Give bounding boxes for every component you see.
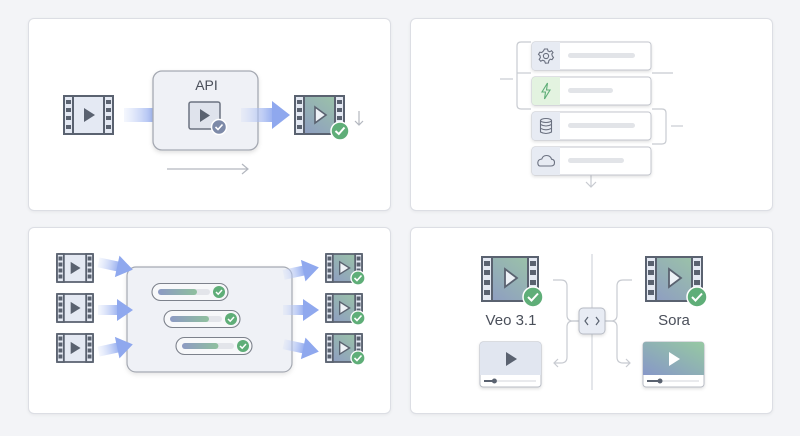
- sora-video-verified-icon: [645, 256, 703, 302]
- api-label: API: [195, 77, 218, 93]
- arrow-right-icon: [283, 299, 319, 321]
- lightning-icon: [541, 82, 551, 100]
- progress-fill: [170, 316, 209, 322]
- arrow-right-icon: [241, 101, 290, 129]
- video-file-icon: [63, 95, 114, 135]
- progress-fill: [182, 343, 219, 349]
- arrow-right-icon: [282, 337, 319, 360]
- placeholder-text-bars: [568, 53, 635, 163]
- video-file-icon: [56, 253, 94, 283]
- panel-batch-processing: [28, 227, 391, 414]
- success-check-icon: [686, 286, 708, 308]
- sora-model-label: Sora: [658, 312, 690, 329]
- success-check-icon: [350, 270, 366, 286]
- batch-job-progress: [151, 282, 229, 302]
- veo-video-verified-icon: [481, 256, 539, 302]
- arrow-down-icon: [354, 111, 364, 126]
- video-file-icon: [56, 293, 94, 323]
- batch-job-progress: [163, 309, 241, 329]
- processed-video-icon: [188, 101, 228, 136]
- success-check-icon: [225, 313, 237, 325]
- code-brackets-button[interactable]: [578, 307, 606, 335]
- gear-icon: [537, 48, 555, 64]
- cloud-icon: [537, 154, 556, 167]
- success-check-icon: [213, 286, 225, 298]
- player-scrubber[interactable]: [657, 378, 663, 384]
- veo-video-player[interactable]: [479, 341, 542, 388]
- timeline-arrow-icon: [167, 163, 249, 175]
- batch-job-progress: [175, 336, 253, 356]
- play-icon[interactable]: [669, 352, 680, 366]
- success-check-icon: [330, 121, 350, 141]
- arrow-right-icon: [98, 299, 133, 321]
- panel-service-stack: [410, 18, 773, 211]
- database-icon: [539, 117, 553, 135]
- panel-model-comparison: Veo 3.1 Sora: [410, 227, 773, 414]
- success-check-icon: [522, 286, 544, 308]
- sora-video-player[interactable]: [642, 341, 705, 388]
- success-check-icon: [237, 340, 249, 352]
- connector-lines: [553, 279, 632, 368]
- player-scrubber[interactable]: [491, 378, 497, 384]
- veo-model-label: Veo 3.1: [485, 312, 537, 329]
- progress-fill: [158, 289, 197, 295]
- arrow-right-icon: [97, 336, 133, 359]
- arrow-right-icon: [282, 259, 319, 282]
- play-icon[interactable]: [506, 352, 517, 366]
- success-check-icon: [350, 350, 366, 366]
- panel-single-api-flow: API: [28, 18, 391, 211]
- arrow-right-icon: [97, 255, 133, 278]
- success-check-icon: [350, 310, 366, 326]
- video-file-icon: [56, 333, 94, 363]
